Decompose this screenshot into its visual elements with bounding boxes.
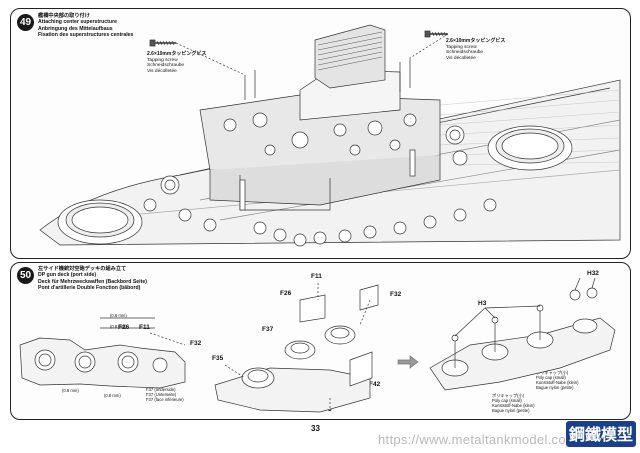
polycap-note-lower-fr: Bague nylon (petite)	[492, 408, 530, 413]
screw-note-right: 2.6×10mmタッピングビス Tapping screw Schneidsch…	[446, 38, 506, 61]
step-50-title-fr: Pont d'artillerie Double Fonction (bâbor…	[38, 284, 141, 291]
step-49-title-en: Attaching center superstructure	[38, 19, 117, 26]
center-superstructure	[199, 24, 441, 211]
polycap-note-lower: ポリキャップ(小) Poly cap (small) Kunststoff-Na…	[492, 393, 535, 413]
part-label-f37-mid: F37	[262, 326, 274, 333]
polycap-note-lower-en: Poly cap (small)	[492, 398, 522, 403]
polycap-note-de: Kunststoff-Nabe (klein)	[536, 380, 579, 385]
part-label-f26-left: F26	[118, 324, 130, 331]
polycap-note-en: Poly cap (small)	[536, 375, 566, 380]
step-50-title-de: Deck für Mehrzweckwaffen (Backbord Seite…	[38, 278, 147, 285]
f37-note-en: F37 (underside)	[146, 387, 176, 392]
part-label-f11-mid: F11	[311, 273, 322, 280]
screw-right-de: Schneidschraube	[446, 50, 484, 56]
f37-note-de: F37 (Unterseite)	[146, 392, 177, 397]
polycap-note-lower-jp: ポリキャップ(小)	[492, 393, 525, 398]
screw-left-en: Tapping screw	[147, 57, 178, 63]
polycap-note-jp: ポリキャップ(小)	[536, 370, 569, 375]
step-49-title-jp: 艦橋中央部の取り付け	[38, 13, 90, 19]
step-50-title-jp: 左サイド機銃対空砲デッキの組み立て	[38, 266, 127, 272]
screw-right-en: Tapping screw	[446, 44, 477, 50]
part-label-f11-left: F11	[139, 324, 150, 331]
part-label-f35: F35	[212, 355, 224, 362]
f37-note-fr: F37 (face inférieure)	[146, 397, 184, 402]
svg-text:鋼鐵模型: 鋼鐵模型	[568, 425, 633, 444]
dim-note-4: (0.8 mm)	[104, 393, 121, 398]
part-label-f32-left: F32	[190, 340, 202, 347]
step-50-number: 50	[17, 267, 34, 284]
part-label-f42: F42	[369, 381, 381, 388]
deck-fittings	[143, 125, 497, 247]
screw-left-size: 2.6×10mmタッピングビス	[147, 51, 207, 57]
screw-note-left: 2.6×10mmタッピングビス Tapping screw Schneidsch…	[147, 51, 207, 74]
step-50-title: 左サイド機銃対空砲デッキの組み立て DP gun deck (port side…	[38, 266, 147, 291]
screw-left-icon	[149, 39, 176, 47]
part-label-f32-mid: F32	[390, 291, 402, 298]
screw-right-icon	[424, 30, 448, 38]
screw-right-size: 2.6×10mmタッピングビス	[446, 38, 506, 44]
watermark-url: https://www.metaltankmodel.com	[378, 432, 578, 447]
left-subassembly	[19, 317, 186, 389]
right-subassembly	[429, 277, 616, 391]
polycap-note-lower-de: Kunststoff-Nabe (klein)	[492, 403, 535, 408]
part-label-h32: H32	[587, 270, 599, 277]
polycap-note-fr: Bague nylon (petite)	[536, 385, 574, 390]
screw-right-fr: Vis décolletée	[446, 55, 476, 61]
step-49-number: 49	[17, 14, 34, 31]
polycap-note: ポリキャップ(小) Poly cap (small) Kunststoff-Na…	[536, 370, 579, 390]
part-label-h3: H3	[478, 300, 487, 307]
step-49-title-fr: Fixation des superstructures centrales	[38, 31, 134, 38]
watermark-logo: 鋼鐵模型	[566, 421, 636, 447]
dim-note-2: (0.8 mm)	[110, 324, 127, 329]
step-49-title: 艦橋中央部の取り付け Attaching center superstructu…	[38, 13, 133, 38]
part-label-f26-mid: F26	[280, 290, 292, 297]
screw-left-fr: Vis décolletée	[147, 68, 177, 74]
dim-note-1: (0.8 mm)	[110, 313, 127, 318]
screw-left-de: Schneidschraube	[147, 63, 185, 69]
assembly-arrow-icon	[397, 355, 419, 369]
middle-subassembly	[214, 283, 379, 413]
page-number: 33	[311, 424, 320, 433]
step-49-title-de: Anbringung des Mittelaufbaus	[38, 25, 113, 32]
dim-note-3: (0.8 mm)	[62, 388, 79, 393]
step-50-title-en: DP gun deck (port side)	[38, 272, 97, 279]
